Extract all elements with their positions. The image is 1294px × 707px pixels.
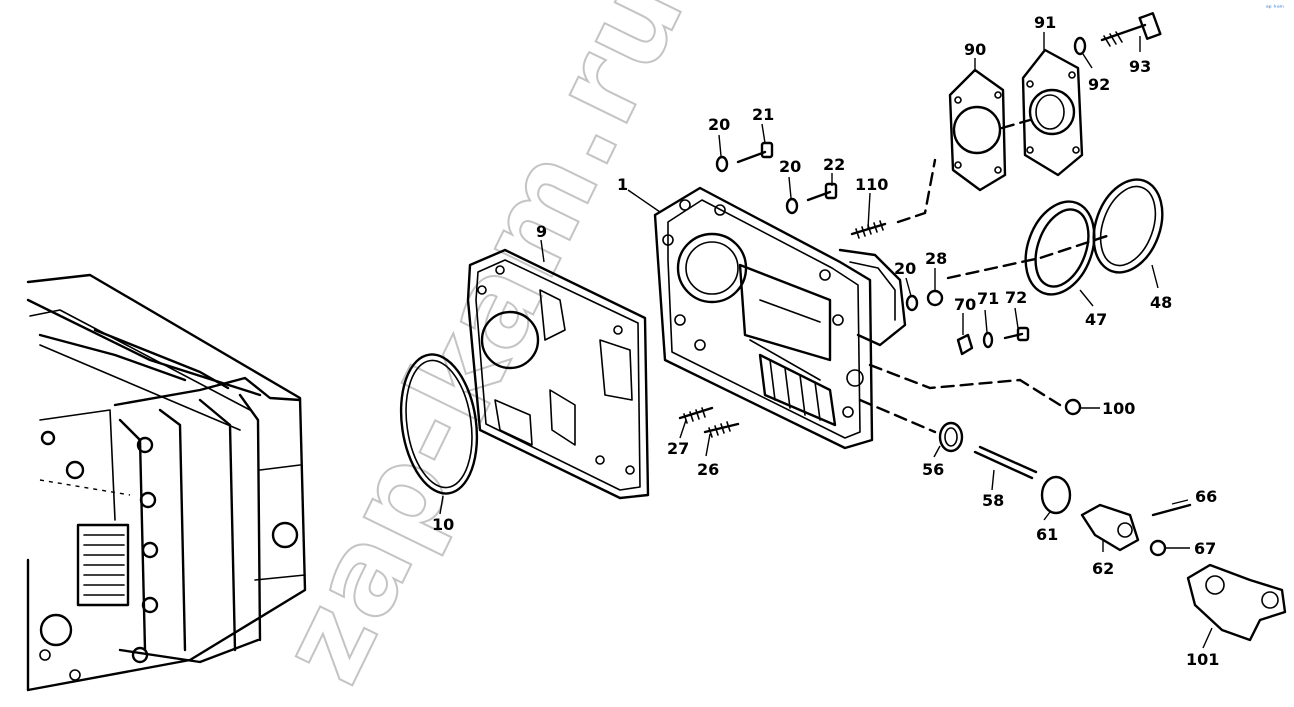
- label-20b: 20: [779, 157, 801, 176]
- label-56: 56: [922, 460, 944, 479]
- gearbox-housing: [26, 273, 307, 692]
- bolt-72: [1003, 326, 1030, 342]
- label-10: 10: [432, 515, 454, 534]
- washer-20c: [905, 294, 919, 312]
- shaft-58: [973, 445, 1038, 480]
- label-48: 48: [1150, 293, 1172, 312]
- leader-lines: [439, 32, 1213, 649]
- stud-26: [703, 421, 740, 438]
- washer-20a: [715, 155, 729, 173]
- label-100: 100: [1102, 399, 1135, 418]
- housing-101: [1186, 563, 1287, 642]
- label-1: 1: [617, 175, 628, 194]
- label-92: 92: [1088, 75, 1110, 94]
- label-71: 71: [977, 289, 999, 308]
- label-9: 9: [536, 222, 547, 241]
- stud-110: [850, 220, 887, 239]
- label-20c: 20: [894, 259, 916, 278]
- sensor-62: [1080, 503, 1140, 552]
- bolt-21: [736, 141, 774, 164]
- nut-100: [1064, 398, 1082, 416]
- callout-labels: 1 9 10 20 21 20 22 110 20 28 70 71 72 47…: [432, 13, 1219, 669]
- nut-67: [1149, 539, 1167, 557]
- label-72: 72: [1005, 288, 1027, 307]
- bolt-93: [1100, 12, 1162, 47]
- label-91: 91: [1034, 13, 1056, 32]
- label-47: 47: [1085, 310, 1107, 329]
- pin-66: [1151, 503, 1192, 517]
- label-67: 67: [1194, 539, 1216, 558]
- label-62: 62: [1092, 559, 1114, 578]
- watermark-text: zap-kam.ru: [254, 0, 712, 702]
- washer-20b: [785, 197, 799, 215]
- label-90: 90: [964, 40, 986, 59]
- o-ring-10: [399, 353, 479, 495]
- label-93: 93: [1129, 57, 1151, 76]
- label-58: 58: [982, 491, 1004, 510]
- nut-28: [926, 289, 944, 307]
- label-20a: 20: [708, 115, 730, 134]
- label-70: 70: [954, 295, 976, 314]
- label-101: 101: [1186, 650, 1219, 669]
- gear-56: [938, 421, 964, 453]
- label-21: 21: [752, 105, 774, 124]
- ring-71: [982, 331, 994, 349]
- label-22: 22: [823, 155, 845, 174]
- o-ring-61: [1040, 475, 1072, 515]
- stud-27: [678, 406, 714, 424]
- plug-70: [956, 333, 974, 356]
- seal-47: [1024, 200, 1096, 296]
- gasket-9: [466, 248, 650, 500]
- label-66: 66: [1195, 487, 1217, 506]
- seal-48: [1092, 178, 1164, 274]
- washer-92: [1073, 36, 1087, 56]
- corner-mark: ᵃᵖ ᵏᵃᵐ: [1266, 4, 1284, 12]
- cover-1: [653, 186, 907, 450]
- cover-plate-91: [1021, 48, 1084, 177]
- bolt-22: [806, 182, 838, 202]
- label-61: 61: [1036, 525, 1058, 544]
- label-110: 110: [855, 175, 888, 194]
- label-27: 27: [667, 439, 689, 458]
- label-28: 28: [925, 249, 947, 268]
- label-26: 26: [697, 460, 719, 479]
